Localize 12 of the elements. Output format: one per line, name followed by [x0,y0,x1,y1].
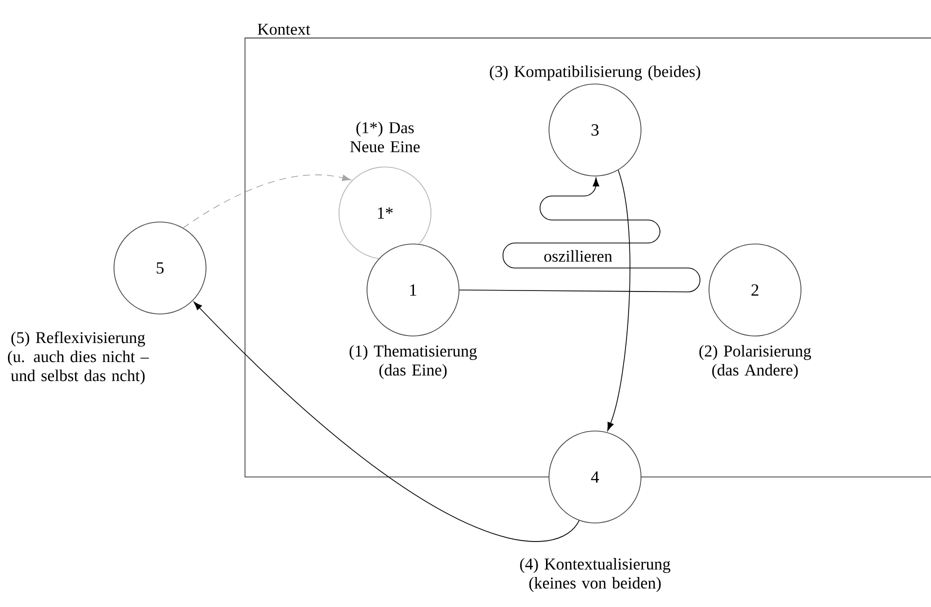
node-label: (1) Thematisierung (das Eine) [350,345,477,379]
arrow [194,302,580,542]
frame-heading: Kontext [258,24,310,35]
arrow [607,170,630,431]
node-label: (1*) Das Neue Eine [350,122,420,152]
node-label: (2) Polarisierung (das Andere) [699,345,812,379]
node-label: (3) Kompatibilisierung (beides) [490,65,700,80]
arrow [182,174,351,228]
arrow [459,178,700,292]
node-label: (4) Kontextualisierung (keines von beiden) [520,558,670,592]
node-label: (5) Reflexivisierung (u. auch dies nicht – und selbst das ncht) [8,331,149,385]
edge-label: oszillieren [544,250,612,262]
